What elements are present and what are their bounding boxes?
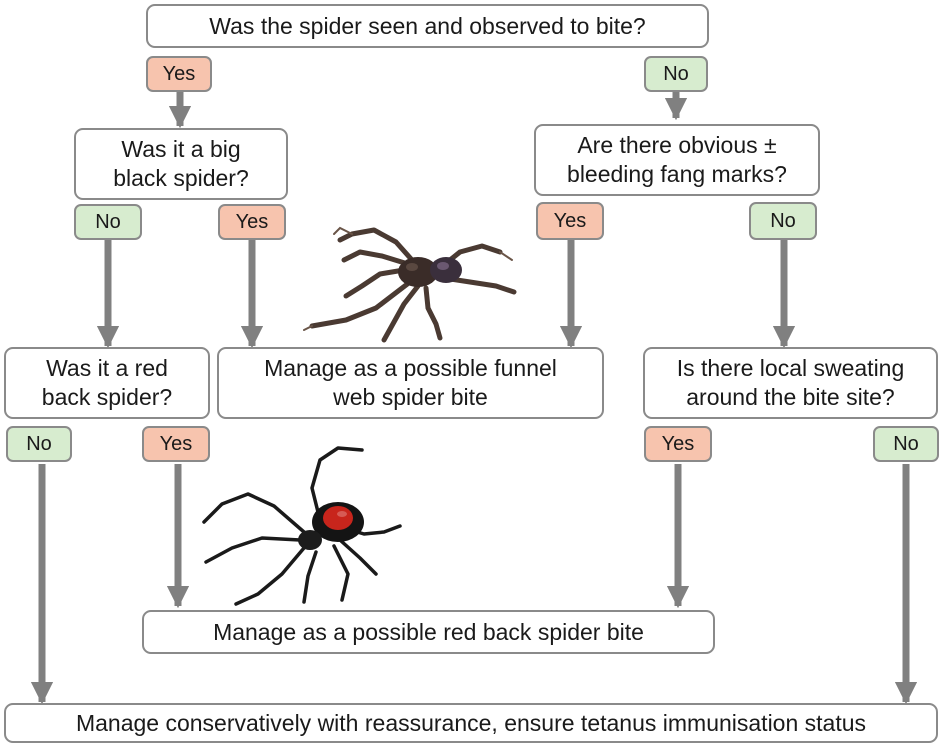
answer-sweating-yes: Yes <box>644 426 712 462</box>
answer-seen-yes: Yes <box>146 56 212 92</box>
question-local-sweating: Is there local sweating around the bite … <box>643 347 938 419</box>
answer-seen-no: No <box>644 56 708 92</box>
answer-redback-no: No <box>6 426 72 462</box>
answer-fang-no: No <box>749 202 817 240</box>
red-back-spider-image <box>202 446 402 606</box>
outcome-red-back: Manage as a possible red back spider bit… <box>142 610 715 654</box>
answer-bigblack-yes: Yes <box>218 204 286 240</box>
answer-bigblack-no: No <box>74 204 142 240</box>
answer-redback-yes: Yes <box>142 426 210 462</box>
outcome-conservative: Manage conservatively with reassurance, … <box>4 703 938 743</box>
question-fang-marks: Are there obvious ± bleeding fang marks? <box>534 124 820 196</box>
question-red-back-spider: Was it a red back spider? <box>4 347 210 419</box>
outcome-funnel-web: Manage as a possible funnel web spider b… <box>217 347 604 419</box>
question-big-black-spider: Was it a big black spider? <box>74 128 288 200</box>
question-spider-seen: Was the spider seen and observed to bite… <box>146 4 709 48</box>
funnel-web-spider-image <box>303 226 517 343</box>
answer-fang-yes: Yes <box>536 202 604 240</box>
answer-sweating-no: No <box>873 426 939 462</box>
